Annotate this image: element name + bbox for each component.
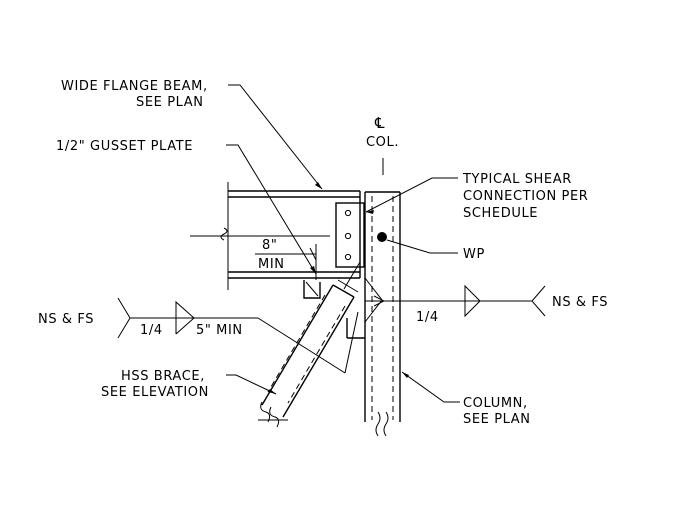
weld-left-length: 5" MIN	[196, 323, 243, 338]
work-point	[377, 232, 387, 242]
brace-leader	[226, 374, 277, 395]
beam-leader	[228, 84, 323, 190]
gusset-leader	[226, 144, 317, 275]
wp-leader	[386, 239, 458, 254]
weld-left-size: 1/4	[140, 323, 163, 338]
beam-label-line1: WIDE FLANGE BEAM,	[61, 79, 208, 94]
weld-right-size: 1/4	[416, 310, 439, 325]
weld-symbol-left: NS & FS 1/4 5" MIN	[38, 297, 359, 374]
weld-symbol-right: 1/4 NS & FS	[365, 284, 608, 325]
hss-brace	[258, 261, 361, 428]
column	[364, 158, 401, 437]
shear-connection-leader	[365, 177, 458, 213]
gusset-plate	[303, 277, 383, 339]
dimension-value: 8"	[262, 238, 277, 253]
column-label-line1: COLUMN,	[463, 396, 528, 411]
beam-label-line2: SEE PLAN	[136, 95, 204, 110]
wide-flange-beam	[190, 182, 361, 290]
shear-label-line2: CONNECTION PER	[463, 189, 588, 204]
centerline-symbol: ℄	[374, 114, 385, 132]
wp-label: WP	[463, 247, 485, 262]
brace-label-line2: SEE ELEVATION	[101, 385, 209, 400]
bolt	[344, 209, 352, 217]
column-cl-label: COL.	[366, 135, 399, 150]
dimension-8-min: 8" MIN	[255, 238, 317, 280]
column-leader	[401, 371, 460, 403]
shear-label-line3: SCHEDULE	[463, 206, 538, 221]
gusset-label: 1/2" GUSSET PLATE	[56, 139, 193, 154]
dimension-min-label: MIN	[258, 257, 285, 272]
bolt	[344, 253, 352, 261]
shear-tab	[335, 202, 365, 268]
shear-label-line1: TYPICAL SHEAR	[462, 172, 572, 187]
weld-left-reference: NS & FS	[38, 312, 94, 327]
bolt	[344, 232, 352, 240]
column-label-line2: SEE PLAN	[463, 412, 531, 427]
weld-right-reference: NS & FS	[552, 295, 608, 310]
brace-label-line1: HSS BRACE,	[121, 369, 205, 384]
